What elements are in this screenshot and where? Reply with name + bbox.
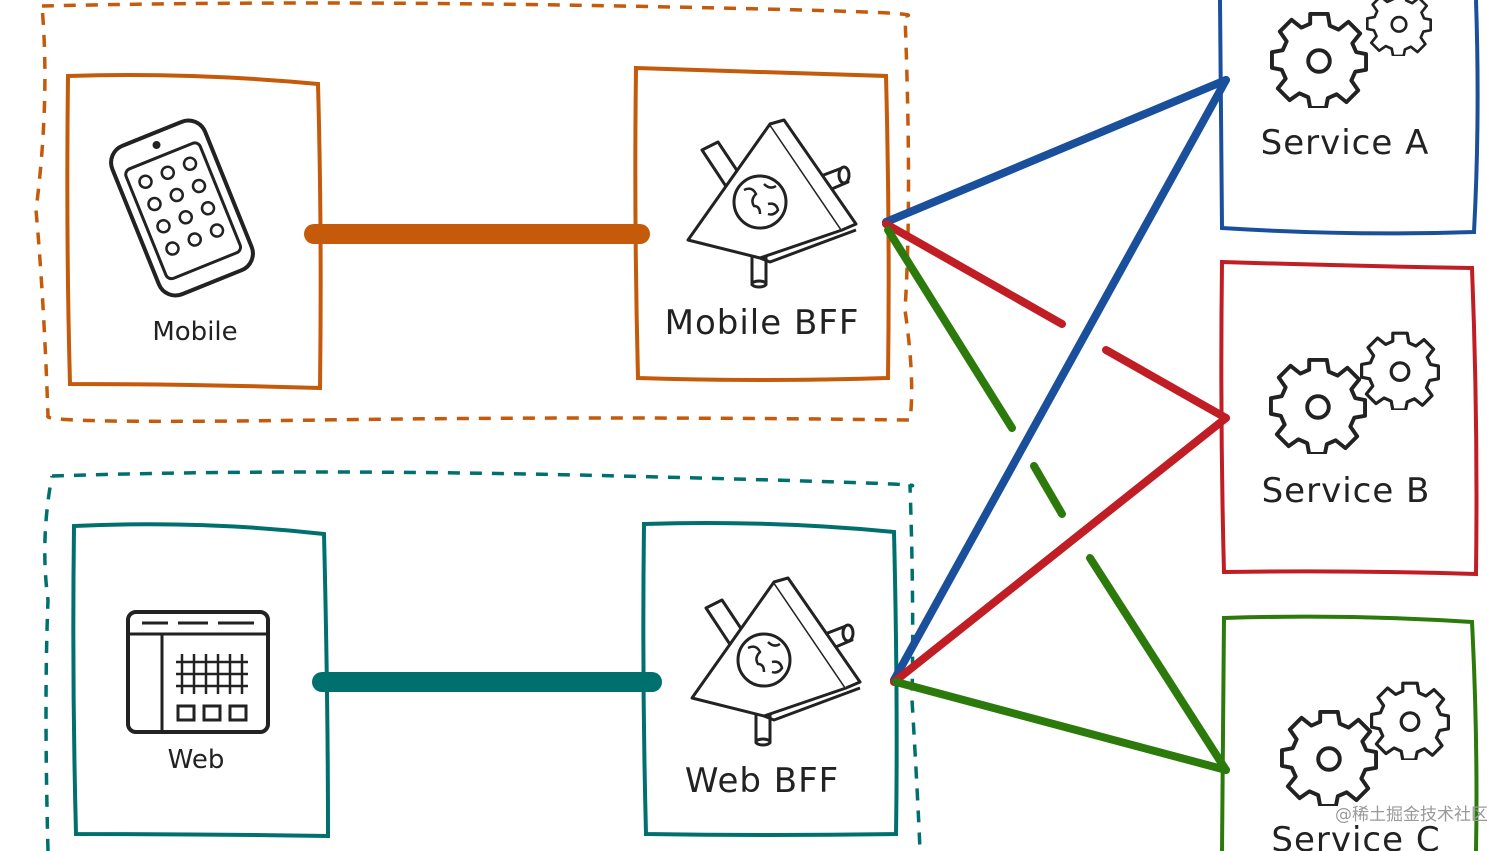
service-c-box: Service C (1220, 614, 1479, 851)
mobile-group-frame (34, 1, 914, 424)
mobile-client-box: Mobile (65, 73, 323, 391)
web-bff-to-service-b (890, 414, 1230, 686)
web-client-label: Web (168, 745, 225, 775)
mobile-bff-to-service-c (884, 226, 1230, 774)
web-client-box: Web (71, 522, 331, 839)
gears-icon (1282, 712, 1376, 806)
web-group-frame (43, 470, 922, 851)
service-b-label: Service B (1262, 471, 1431, 511)
web-bff-to-service-a (890, 76, 1230, 684)
mobile-client-label: Mobile (152, 317, 237, 347)
mobile-bff-to-service-a (882, 76, 1230, 226)
web-bff-to-service-c (892, 678, 1230, 774)
smartphone-icon (109, 118, 255, 298)
gears-icon (1271, 360, 1365, 454)
service-a-box: Service A (1218, 0, 1480, 236)
mobile-bff-box: Mobile BFF (633, 65, 891, 382)
browser-window-icon (126, 610, 270, 734)
watermark: @稀土掘金技术社区 (1335, 805, 1488, 825)
service-b-box: Service B (1219, 259, 1479, 577)
web-bff-box: Web BFF (641, 521, 899, 837)
web-bff-label: Web BFF (685, 761, 839, 801)
mobile-bff-label: Mobile BFF (665, 303, 860, 343)
service-a-label: Service A (1261, 123, 1430, 163)
service-c-label: Service C (1271, 820, 1440, 851)
gears-icon (1272, 14, 1366, 108)
mobile-bff-to-service-b (882, 220, 1230, 422)
